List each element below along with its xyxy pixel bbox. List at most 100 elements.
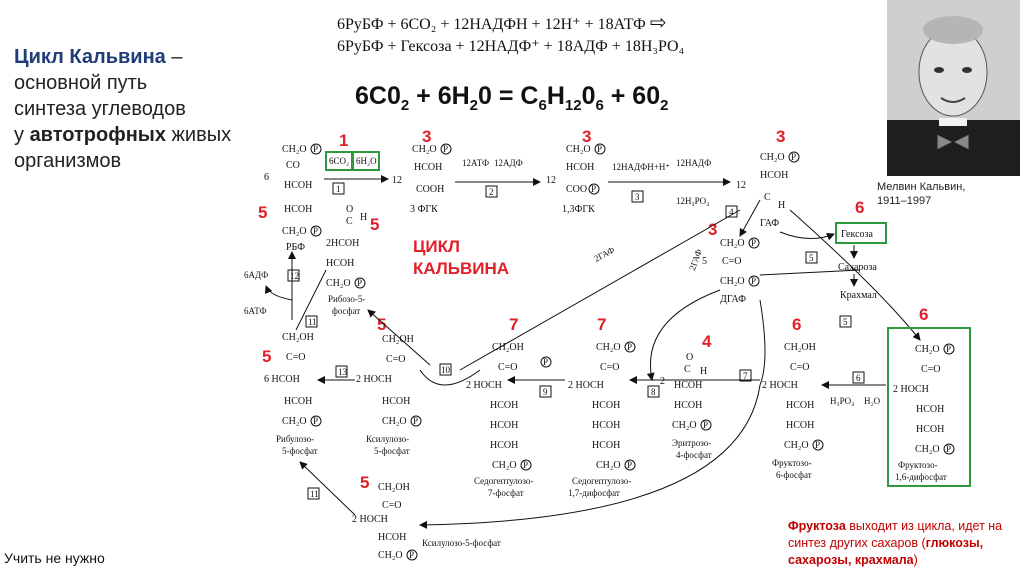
svg-text:P: P	[523, 460, 528, 470]
svg-text:C: C	[684, 364, 691, 375]
step-number: 5	[370, 215, 379, 234]
svg-text:P: P	[313, 226, 318, 236]
step-number: 4	[702, 332, 712, 351]
svg-text:CH₂O: CH₂O	[382, 416, 407, 427]
svg-text:CH₂OH: CH₂OH	[492, 342, 524, 353]
fgk-structure: CH₂O P HCOH COOH 3 ФГК	[410, 143, 452, 215]
svg-text:CH₂O: CH₂O	[378, 550, 403, 561]
svg-text:CH₂O: CH₂O	[915, 444, 940, 455]
svg-text:C=O: C=O	[382, 500, 402, 511]
svg-text:HCOH: HCOH	[326, 258, 354, 269]
svg-text:P: P	[591, 184, 596, 194]
svg-text:CH₂O: CH₂O	[326, 278, 351, 289]
svg-text:HCOH: HCOH	[378, 532, 406, 543]
svg-text:C: C	[346, 216, 353, 227]
svg-text:HCOH: HCOH	[674, 380, 702, 391]
svg-text:12: 12	[392, 175, 402, 186]
svg-text:CH₂O: CH₂O	[596, 460, 621, 471]
svg-text:CH₂OH: CH₂OH	[382, 334, 414, 345]
step-number: 1	[339, 131, 348, 150]
svg-text:CH₂O: CH₂O	[566, 144, 591, 155]
equation-reactants: 6РуБФ + 6CO₂ + 12НАДФН + 12Н⁺ + 18АТФ	[337, 16, 646, 33]
svg-text:C=O: C=O	[600, 362, 620, 373]
svg-text:1,7-дифосфат: 1,7-дифосфат	[568, 488, 620, 498]
svg-text:H₃PO₄: H₃PO₄	[830, 396, 854, 406]
svg-text:H: H	[778, 200, 785, 211]
svg-text:P: P	[946, 344, 951, 354]
svg-text:3 ФГК: 3 ФГК	[410, 204, 438, 215]
xylulose-bottom-structure: CH₂OH C=O 2 HOCH HCOH CH₂O P Ксилулозо-5…	[352, 482, 501, 561]
svg-text:2 HOCH: 2 HOCH	[356, 374, 392, 385]
h2o-label: 6H₂O	[356, 156, 377, 166]
svg-text:P: P	[313, 416, 318, 426]
svg-text:6: 6	[856, 373, 861, 383]
svg-text:2: 2	[489, 187, 494, 197]
svg-text:Ксилулозо-: Ксилулозо-	[366, 434, 409, 444]
svg-text:7: 7	[743, 371, 748, 381]
step-number: 5	[360, 473, 369, 492]
hexose-label: Гексоза	[841, 229, 873, 240]
svg-text:HCOH: HCOH	[916, 404, 944, 415]
svg-text:HCOH: HCOH	[284, 396, 312, 407]
svg-text:HCOH: HCOH	[592, 400, 620, 411]
step-number: 7	[597, 315, 606, 334]
fru16-structure: CH₂O P C=O 2 HOCH HCOH HCOH CH₂O P Фрукт…	[893, 343, 955, 482]
svg-text:2: 2	[660, 376, 665, 387]
svg-text:HCOH: HCOH	[786, 420, 814, 431]
svg-text:CH₂O: CH₂O	[282, 226, 307, 237]
svg-text:C=O: C=O	[790, 362, 810, 373]
ribulose-structure: CH₂OH C=O 6 HCOH HCOH CH₂O P Рибулозо- 5…	[264, 332, 322, 456]
svg-text:HCOH: HCOH	[490, 400, 518, 411]
svg-text:P: P	[413, 416, 418, 426]
portrait-caption: Мелвин Кальвин, 1911–1997	[877, 181, 966, 207]
svg-text:6: 6	[264, 172, 269, 183]
dgaf-structure: CH₂O P 5 C=O CH₂O P ДГАФ	[702, 237, 760, 305]
svg-text:3: 3	[635, 192, 640, 202]
svg-text:HCOH: HCOH	[490, 440, 518, 451]
svg-text:12: 12	[546, 175, 556, 186]
svg-text:HCOH: HCOH	[592, 420, 620, 431]
svg-text:5-фосфат: 5-фосфат	[282, 446, 318, 456]
footer-note: Учить не нужно	[4, 550, 105, 566]
svg-text:HCOH: HCOH	[786, 400, 814, 411]
svg-text:P: P	[543, 357, 548, 367]
svg-text:CO: CO	[286, 160, 300, 171]
svg-text:1,6-дифосфат: 1,6-дифосфат	[895, 472, 947, 482]
svg-text:1: 1	[336, 184, 341, 194]
svg-text:Сахароза: Сахароза	[838, 262, 877, 273]
svg-text:6АТФ: 6АТФ	[244, 306, 267, 316]
svg-text:HCOH: HCOH	[382, 396, 410, 407]
svg-text:HCOH: HCOH	[592, 440, 620, 451]
equation-line-2: 6РуБФ + Гексоза + 12НАДФ⁺ + 18АДФ + 18Н₃…	[337, 38, 685, 55]
svg-text:2 HOCH: 2 HOCH	[466, 380, 502, 391]
svg-text:P: P	[751, 276, 756, 286]
svg-text:Ксилулозо-5-фосфат: Ксилулозо-5-фосфат	[422, 538, 501, 548]
svg-text:P: P	[627, 342, 632, 352]
svg-text:P: P	[313, 144, 318, 154]
svg-text:Седогептулозо-: Седогептулозо-	[474, 476, 533, 486]
svg-text:P: P	[703, 420, 708, 430]
svg-text:11: 11	[308, 317, 317, 327]
svg-text:12НАДФН+Н⁺: 12НАДФН+Н⁺	[612, 162, 670, 172]
svg-text:Седогептулозо-: Седогептулозо-	[572, 476, 631, 486]
svg-text:C: C	[764, 192, 771, 203]
svg-text:11: 11	[310, 489, 319, 499]
svg-text:CH₂O: CH₂O	[784, 440, 809, 451]
sedo17-structure: CH₂O P C=O 2 HOCH HCOH HCOH HCOH CH₂O P …	[568, 341, 636, 498]
svg-text:CH₂O: CH₂O	[672, 420, 697, 431]
slide-title: Цикл Кальвина – основной путь синтеза уг…	[14, 46, 232, 172]
svg-text:6 HCOH: 6 HCOH	[264, 374, 300, 385]
svg-text:HCOH: HCOH	[414, 162, 442, 173]
svg-text:CH₂OH: CH₂OH	[378, 482, 410, 493]
svg-text:H: H	[360, 212, 367, 223]
svg-text:13: 13	[338, 367, 348, 377]
h2o-box	[352, 151, 380, 171]
svg-text:CH₂O: CH₂O	[282, 416, 307, 427]
svg-text:CH₂O: CH₂O	[915, 344, 940, 355]
step-number: 6	[792, 315, 801, 334]
svg-text:10: 10	[441, 365, 451, 375]
calvin-portrait	[887, 0, 1020, 176]
svg-text:Крахмал: Крахмал	[840, 290, 877, 301]
step-number: 5	[377, 315, 386, 334]
